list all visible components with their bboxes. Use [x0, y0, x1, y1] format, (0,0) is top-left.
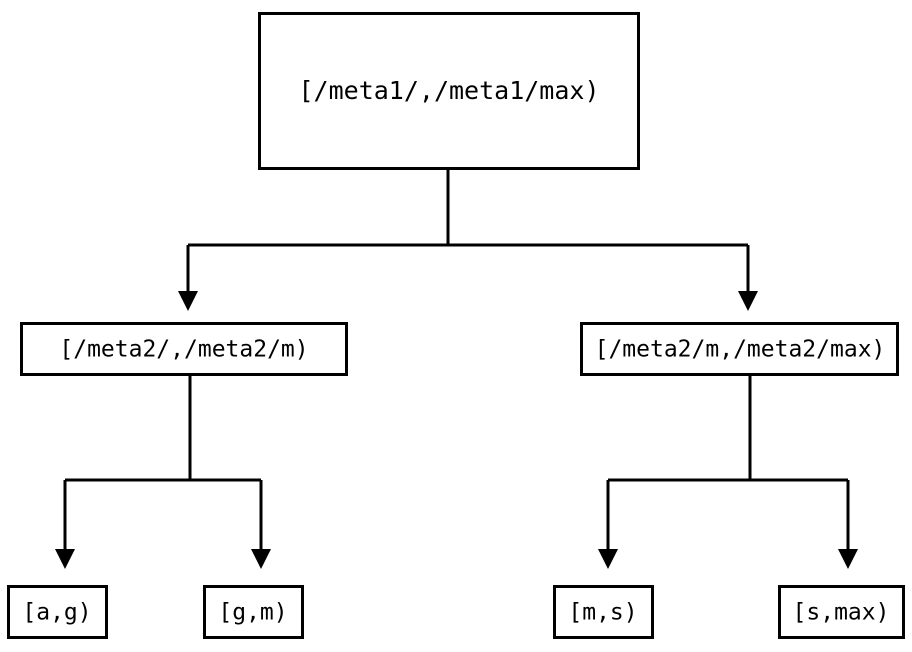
node-leaf-a-g[interactable]: [a,g)	[7, 585, 108, 639]
arrowhead-leaf1-icon	[55, 549, 75, 569]
edge-root-to-level2	[178, 168, 758, 311]
edge-right-branch-to-leaves	[598, 375, 858, 569]
node-leaf-m-s-box[interactable]	[553, 585, 654, 639]
arrowhead-leaf2-icon	[251, 549, 271, 569]
node-root-box[interactable]	[258, 12, 640, 170]
node-meta2-left-box[interactable]	[20, 322, 348, 376]
node-leaf-s-max-box[interactable]	[778, 585, 905, 639]
arrowhead-leaf3-icon	[598, 549, 618, 569]
node-meta2-right-box[interactable]	[580, 322, 899, 376]
node-leaf-a-g-label: [a,g)	[22, 600, 91, 626]
edge-left-branch-to-leaves	[55, 375, 271, 569]
node-meta2-right-label: [/meta2/m,/meta2/max)	[595, 337, 886, 363]
node-meta2-left-label: [/meta2/,/meta2/m)	[59, 337, 308, 363]
node-leaf-m-s[interactable]: [m,s)	[553, 585, 654, 639]
node-root[interactable]: [/meta1/,/meta1/max)	[258, 12, 640, 170]
arrowhead-root-left-icon	[178, 291, 198, 311]
node-leaf-g-m-box[interactable]	[203, 585, 304, 639]
node-meta2-right[interactable]: [/meta2/m,/meta2/max)	[580, 322, 899, 376]
node-leaf-a-g-box[interactable]	[7, 585, 108, 639]
node-leaf-s-max-label: [s,max)	[793, 600, 890, 626]
arrowhead-root-right-icon	[738, 291, 758, 311]
node-leaf-s-max[interactable]: [s,max)	[778, 585, 905, 639]
node-leaf-g-m[interactable]: [g,m)	[203, 585, 304, 639]
arrowhead-leaf4-icon	[838, 549, 858, 569]
node-leaf-m-s-label: [m,s)	[568, 600, 637, 626]
node-root-label: [/meta1/,/meta1/max)	[298, 76, 599, 105]
node-leaf-g-m-label: [g,m)	[218, 600, 287, 626]
node-meta2-left[interactable]: [/meta2/,/meta2/m)	[20, 322, 348, 376]
